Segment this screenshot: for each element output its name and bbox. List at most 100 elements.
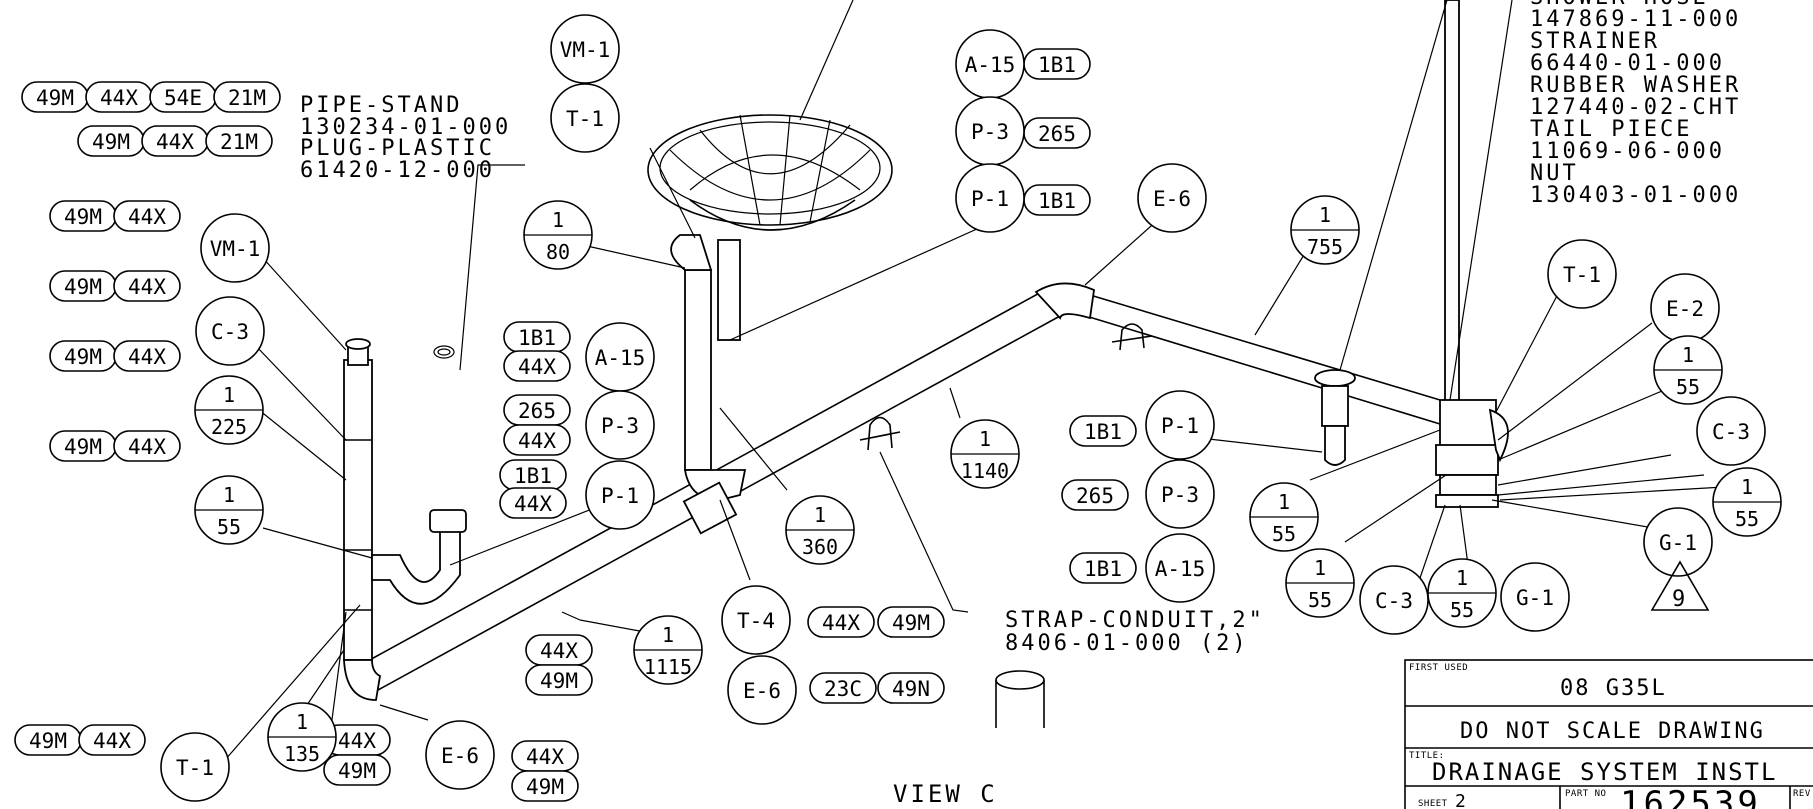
balloon-label: A-15 bbox=[965, 53, 1016, 77]
pill-label: 21M bbox=[228, 86, 266, 110]
balloon-label: VM-1 bbox=[560, 38, 611, 62]
balloon-label: C-3 bbox=[1375, 589, 1413, 613]
balloon-label: E-6 bbox=[743, 679, 781, 703]
fraction-numerator: 1 bbox=[1682, 343, 1694, 367]
pill-label: 44X bbox=[822, 611, 860, 635]
pill-e6b-44x: 44X bbox=[511, 740, 579, 772]
pill-e6-23c: 23C bbox=[809, 672, 877, 704]
balloon-t4: T-4 bbox=[721, 585, 791, 655]
pill-label: 44X bbox=[100, 86, 138, 110]
fraction-denominator: 225 bbox=[211, 415, 247, 439]
balloon-e6-top: E-6 bbox=[1137, 163, 1207, 233]
part-no-label: PART NO bbox=[1565, 789, 1606, 799]
pill-mid-44x-b: 44X bbox=[503, 424, 571, 456]
fraction-denominator: 55 bbox=[1676, 375, 1700, 399]
pill-label: 49M bbox=[64, 435, 102, 459]
pill-r-1b1-a: 1B1 bbox=[1069, 415, 1137, 447]
balloon-p3-r: P-3 bbox=[1145, 459, 1215, 529]
pill-plug-2: 21M bbox=[205, 125, 273, 157]
fraction-denominator: 55 bbox=[1272, 522, 1296, 546]
fraction-denominator: 1115 bbox=[644, 655, 692, 679]
balloon-label: E-2 bbox=[1666, 297, 1704, 321]
balloon-p1-top: P-1 bbox=[955, 163, 1025, 233]
pill-label: 44X bbox=[540, 639, 578, 663]
pill-r2-0: 49M bbox=[49, 270, 117, 302]
pill-r3-0: 49M bbox=[49, 340, 117, 372]
pill-f1115-49m: 49M bbox=[525, 664, 593, 696]
pill-label: 49M bbox=[892, 611, 930, 635]
pill-r5-0: 49M bbox=[14, 724, 82, 756]
fraction-f55-a: 155 bbox=[1653, 335, 1723, 405]
fraction-numerator: 1 bbox=[223, 483, 235, 507]
pill-r1-0: 49M bbox=[49, 200, 117, 232]
balloon-a15-r: A-15 bbox=[1145, 533, 1215, 603]
pill-r5-1: 44X bbox=[78, 724, 146, 756]
pill-label: 44X bbox=[518, 429, 556, 453]
balloon-label: P-1 bbox=[971, 187, 1009, 211]
balloon-e2-r: E-2 bbox=[1650, 273, 1720, 343]
fraction-denominator: 360 bbox=[802, 535, 838, 559]
title-label: TITLE: bbox=[1409, 751, 1445, 761]
note-nut: NUT bbox=[1530, 161, 1579, 186]
fraction-denominator: 135 bbox=[284, 742, 320, 766]
balloon-label: E-6 bbox=[1153, 187, 1191, 211]
balloon-vm1-top: VM-1 bbox=[550, 14, 620, 84]
balloon-label: G-1 bbox=[1516, 586, 1554, 610]
pill-r2-1: 44X bbox=[113, 270, 181, 302]
fraction-denominator: 55 bbox=[217, 515, 241, 539]
balloon-label: E-6 bbox=[441, 744, 479, 768]
note-shower-hose-pn: 147869-11-000 bbox=[1530, 7, 1741, 32]
pill-r-265: 265 bbox=[1061, 479, 1129, 511]
fraction-f55-b: 155 bbox=[1712, 467, 1782, 537]
pill-pipe_stand-1: 44X bbox=[85, 81, 153, 113]
pill-label: 44X bbox=[128, 205, 166, 229]
pill-plug-0: 49M bbox=[77, 125, 145, 157]
pill-mid-265: 265 bbox=[503, 394, 571, 426]
balloon-label: T-4 bbox=[737, 609, 775, 633]
pill-mid-44x-c: 44X bbox=[499, 487, 567, 519]
pill-label: 1B1 bbox=[1038, 53, 1076, 77]
fraction-denominator: 80 bbox=[546, 240, 570, 264]
balloon-label: VM-1 bbox=[210, 237, 261, 261]
balloon-e6-bottom: E-6 bbox=[425, 720, 495, 790]
pill-label: 1B1 bbox=[1038, 189, 1076, 213]
pill-label: 44X bbox=[128, 275, 166, 299]
pill-label: 23C bbox=[824, 677, 862, 701]
fraction-numerator: 1 bbox=[1278, 490, 1290, 514]
pill-label: 49N bbox=[892, 677, 930, 701]
pill-label: 44X bbox=[128, 345, 166, 369]
drawing-title: DRAINAGE SYSTEM INSTL bbox=[1432, 758, 1777, 786]
pill-label: 49M bbox=[92, 130, 130, 154]
pill-top-1b1-b: 1B1 bbox=[1023, 184, 1091, 216]
fraction-denominator: 55 bbox=[1308, 588, 1332, 612]
balloon-label: P-1 bbox=[601, 484, 639, 508]
balloon-label: A-15 bbox=[595, 346, 646, 370]
note-rubber-washer: RUBBER WASHER bbox=[1530, 73, 1741, 98]
balloon-p1-r: P-1 bbox=[1145, 390, 1215, 460]
pill-f135-44x: 44X bbox=[323, 724, 391, 756]
note-rubber-washer-pn: 127440-02-CHT bbox=[1530, 95, 1741, 120]
pill-label: 265 bbox=[1076, 484, 1114, 508]
fraction-denominator: 755 bbox=[1307, 235, 1343, 259]
fraction-numerator: 1 bbox=[814, 503, 826, 527]
note-pipe-stand-pn: 130234-01-000 bbox=[300, 115, 511, 140]
pill-r-1b1-b: 1B1 bbox=[1069, 552, 1137, 584]
balloon-label: P-1 bbox=[1161, 414, 1199, 438]
note-plug-plastic-pn: 61420-12-000 bbox=[300, 158, 495, 183]
balloon-vm1-left: VM-1 bbox=[200, 213, 270, 283]
do-not-scale-note: DO NOT SCALE DRAWING bbox=[1460, 719, 1765, 744]
pill-pipe_stand-0: 49M bbox=[21, 81, 89, 113]
fraction-numerator: 1 bbox=[979, 427, 991, 451]
part-no-value: 162539 bbox=[1620, 784, 1761, 809]
fraction-numerator: 1 bbox=[1314, 556, 1326, 580]
pill-label: 44X bbox=[93, 729, 131, 753]
revision-flag: 9 bbox=[1650, 560, 1710, 612]
sheet-label: SHEET bbox=[1418, 799, 1448, 809]
balloon-label: P-3 bbox=[971, 120, 1009, 144]
